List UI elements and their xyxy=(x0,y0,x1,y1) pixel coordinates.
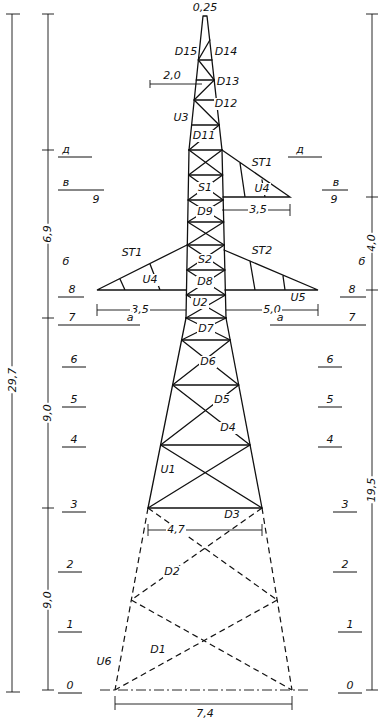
member-label: ST2 xyxy=(251,245,274,257)
level-number: 3 xyxy=(341,499,350,511)
dimension-label: 9,0 xyxy=(42,403,54,423)
member-label: D7 xyxy=(197,323,214,335)
member-label: D13 xyxy=(216,76,240,88)
dimension-label: 19,5 xyxy=(366,477,378,504)
member-label: D9 xyxy=(196,206,213,218)
member-label: D5 xyxy=(213,394,230,406)
member-label: U5 xyxy=(289,292,306,304)
member-label: U6 xyxy=(95,656,112,668)
level-number: 1 xyxy=(346,619,355,631)
level-number: 5 xyxy=(70,394,79,406)
member-label: D8 xyxy=(196,276,213,288)
member-label: U4 xyxy=(141,274,158,286)
member-label: D6 xyxy=(199,356,216,368)
member-label: D15 xyxy=(174,46,198,58)
level-number: 7 xyxy=(348,312,357,324)
level-number: 8 xyxy=(68,284,77,296)
dimension-label: 3,5 xyxy=(248,204,268,216)
section-letter: д xyxy=(61,144,71,156)
section-letter: в xyxy=(62,177,70,189)
member-label: U1 xyxy=(159,464,176,476)
level-number: 4 xyxy=(326,434,335,446)
level-number: 6 xyxy=(70,354,79,366)
level-number: 6 xyxy=(326,354,335,366)
member-label: D1 xyxy=(149,644,166,656)
level-number: 0 xyxy=(346,680,355,692)
dimension-label: 9,0 xyxy=(42,590,54,610)
section-letter: б xyxy=(62,256,71,268)
dimension-label: 0,25 xyxy=(192,2,219,14)
level-number: 3 xyxy=(70,499,79,511)
member-label: U4 xyxy=(253,183,270,195)
member-label: D2 xyxy=(163,566,180,578)
section-letter: в xyxy=(332,177,340,189)
member-label: D14 xyxy=(214,46,238,58)
level-number: 0 xyxy=(66,680,75,692)
level-number: 2 xyxy=(341,559,350,571)
member-label: ST1 xyxy=(121,247,144,259)
dimension-label: 4,7 xyxy=(166,524,186,536)
level-number: 8 xyxy=(348,284,357,296)
level-number: 5 xyxy=(326,394,335,406)
level-number: 2 xyxy=(66,559,75,571)
section-letter: а xyxy=(126,312,135,324)
member-label: D11 xyxy=(192,130,216,142)
member-label: S2 xyxy=(197,254,213,266)
level-number: 1 xyxy=(66,619,75,631)
member-label: ST1 xyxy=(251,157,274,169)
member-label: U2 xyxy=(191,297,208,309)
member-label: D3 xyxy=(223,509,240,521)
dimension-label: 2,0 xyxy=(162,70,182,82)
dimension-label: 29,7 xyxy=(7,367,19,394)
dimension-label: 6,9 xyxy=(42,224,54,244)
level-number: 9 xyxy=(330,194,339,206)
dimension-label: 7,4 xyxy=(195,708,215,720)
section-letter: д xyxy=(295,144,305,156)
member-label: D12 xyxy=(214,98,238,110)
level-number: 9 xyxy=(92,194,101,206)
section-letter: б xyxy=(358,256,367,268)
member-label: D4 xyxy=(219,422,236,434)
member-label: S1 xyxy=(197,182,213,194)
section-letter: а xyxy=(276,312,285,324)
level-number: 7 xyxy=(68,312,77,324)
dimension-label: 4,0 xyxy=(366,233,378,253)
level-number: 4 xyxy=(70,434,79,446)
member-label: U3 xyxy=(172,112,189,124)
